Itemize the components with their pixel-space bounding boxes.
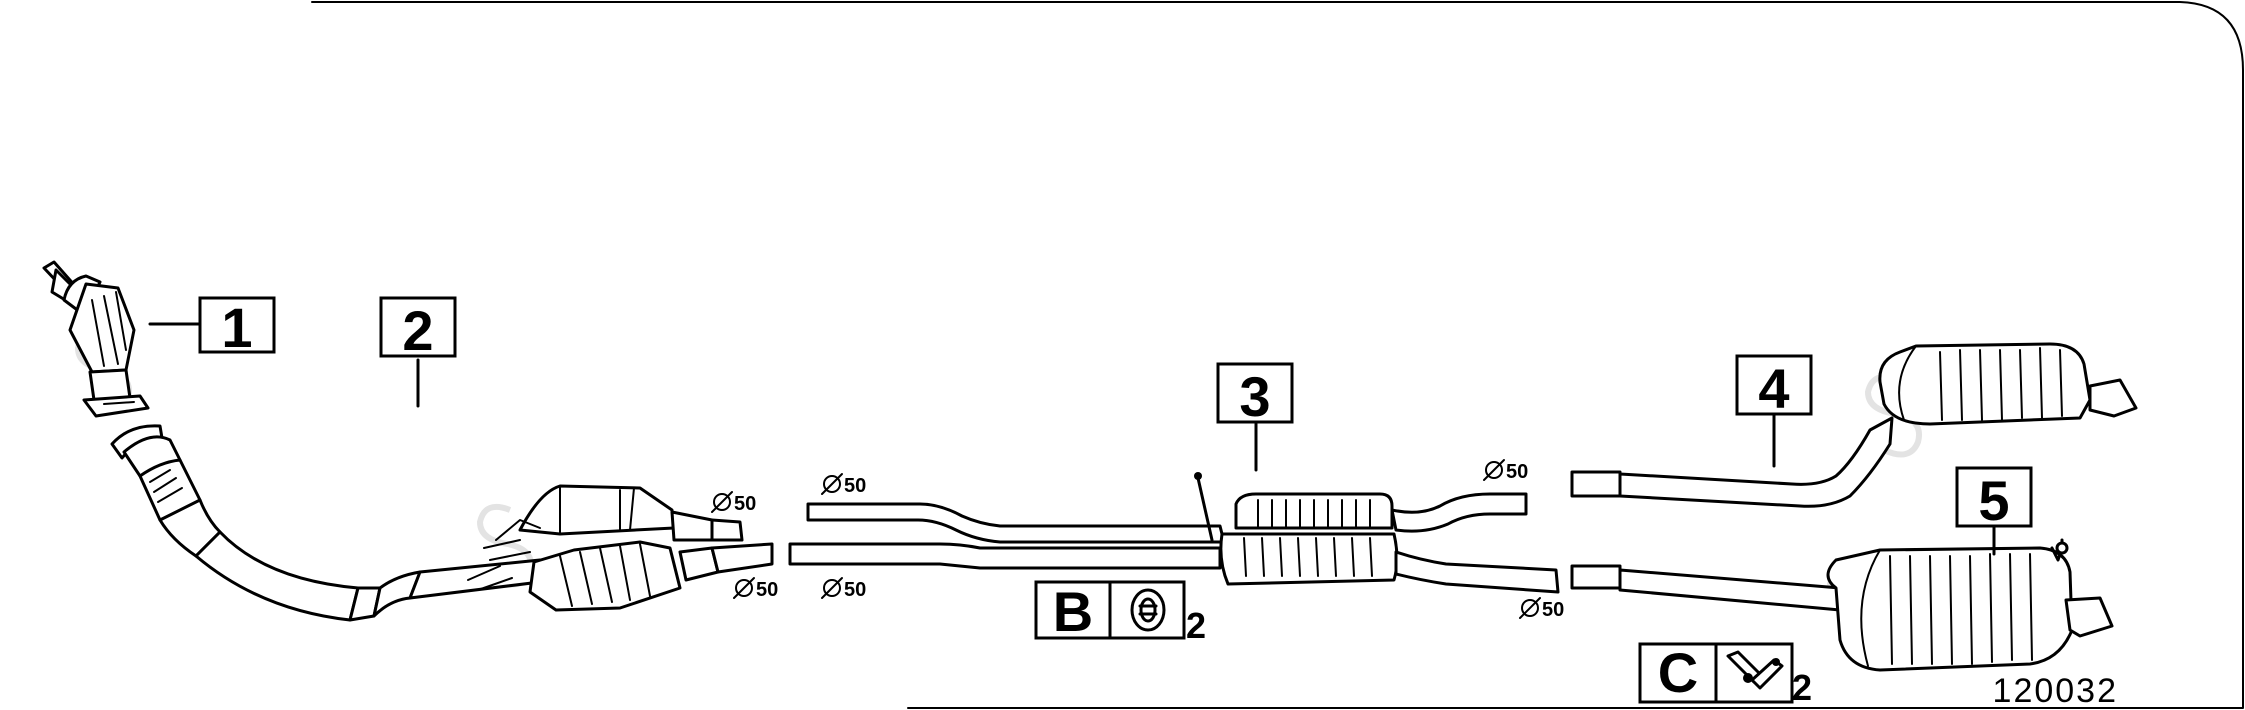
- diameter-label: 50: [821, 577, 866, 601]
- rear-silencer-left-part: [1570, 342, 2138, 508]
- part-label-2: 2: [379, 296, 457, 362]
- part-label-1: 1: [198, 296, 276, 359]
- part-number: 4: [1758, 357, 1789, 420]
- accessory-c: C 2: [1638, 641, 1812, 708]
- rubber-hanger-icon: [1130, 588, 1166, 632]
- part-number: 5: [1978, 469, 2009, 532]
- accessory-letter: B: [1053, 580, 1093, 643]
- part-label-4: 4: [1735, 354, 1813, 420]
- diameter-label: 50: [821, 473, 866, 497]
- svg-text:50: 50: [1506, 461, 1528, 483]
- leader-lines: [148, 322, 1996, 556]
- svg-text:50: 50: [756, 579, 778, 601]
- part-label-3: 3: [1216, 362, 1294, 428]
- part-number: 2: [402, 299, 433, 362]
- svg-text:50: 50: [844, 475, 866, 497]
- diameter-label: 50: [733, 577, 778, 601]
- accessory-letter: C: [1658, 641, 1698, 704]
- diagram-code: 120032: [1993, 672, 2118, 710]
- svg-text:50: 50: [844, 579, 866, 601]
- part-number: 3: [1239, 365, 1270, 428]
- front-catalyst-part: [42, 260, 150, 418]
- svg-text:50: 50: [1542, 599, 1564, 621]
- accessory-quantity: 2: [1186, 605, 1206, 646]
- clamp-bracket-icon: [1726, 650, 1784, 690]
- diameter-label: 50: [711, 491, 756, 515]
- part-number: 1: [221, 296, 252, 359]
- accessory-quantity: 2: [1792, 667, 1812, 708]
- svg-text:50: 50: [734, 493, 756, 515]
- accessory-b: B 2: [1034, 580, 1206, 646]
- center-silencer-part: [788, 472, 1560, 594]
- diameter-label: 50: [1519, 597, 1564, 621]
- dual-catalyst-part: [110, 424, 774, 622]
- rear-silencer-right-part: [1570, 538, 2114, 672]
- page-frame: [311, 1, 2244, 709]
- part-label-5: 5: [1955, 466, 2033, 532]
- diameter-label: 50: [1483, 459, 1528, 483]
